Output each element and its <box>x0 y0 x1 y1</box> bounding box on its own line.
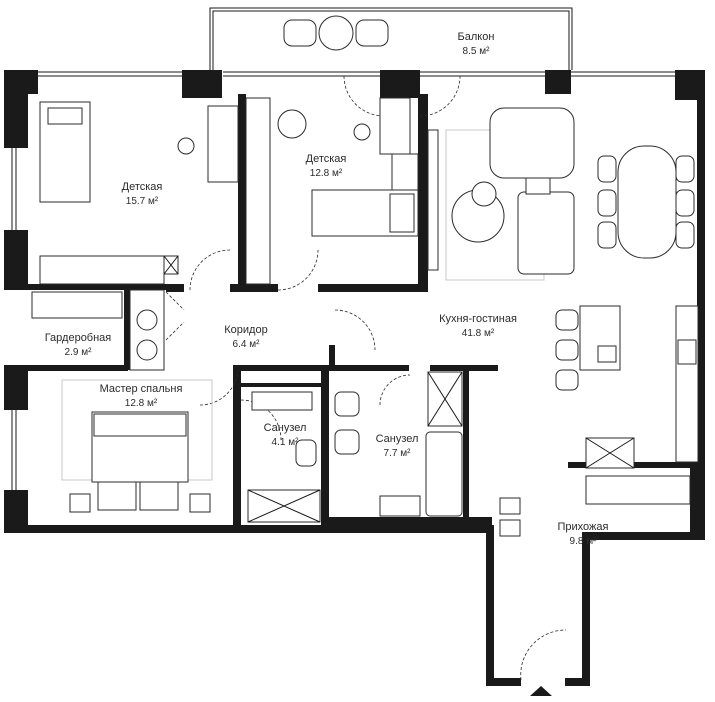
interior-walls <box>28 94 698 540</box>
room-area-kids2: 12.8 м² <box>310 168 343 179</box>
room-name-closet: Гардеробная <box>45 332 112 344</box>
exterior-walls <box>4 70 705 686</box>
room-name-kitchen: Кухня-гостиная <box>439 313 517 325</box>
living-furniture <box>427 107 695 281</box>
room-name-corridor: Коридор <box>224 324 267 336</box>
room-name-kids2: Детская <box>306 153 347 165</box>
master-furniture <box>61 379 213 513</box>
kids2-furniture <box>245 97 419 285</box>
room-name-hall: Прихожая <box>558 521 609 533</box>
room-area-hall: 9.8 м² <box>570 536 598 547</box>
room-area-closet: 2.9 м² <box>65 347 93 358</box>
room-name-balcony: Балкон <box>458 31 495 43</box>
room-name-bath1: Санузел <box>264 422 307 434</box>
bath1-fixtures <box>247 391 321 523</box>
balcony <box>209 7 573 70</box>
room-labels: Балкон 8.5 м² Детская 15.7 м² Детская 12… <box>45 31 609 547</box>
room-area-corridor: 6.4 м² <box>233 339 261 350</box>
room-area-kids1: 15.7 м² <box>126 196 159 207</box>
doors <box>165 75 567 681</box>
room-area-balcony: 8.5 м² <box>463 46 491 57</box>
room-area-kitchen: 41.8 м² <box>462 328 495 339</box>
entrance-arrow-icon <box>530 686 552 696</box>
room-name-kids1: Детская <box>122 181 163 193</box>
room-area-bath2: 7.7 м² <box>384 448 412 459</box>
bath2-fixtures <box>334 371 463 517</box>
room-area-bath1: 4.1 м² <box>272 437 300 448</box>
kitchen-furniture <box>555 305 699 469</box>
balcony-table-set <box>283 15 389 51</box>
kids1-furniture <box>39 101 239 285</box>
room-area-master: 12.8 м² <box>125 398 158 409</box>
room-name-master: Мастер спальня <box>100 383 183 395</box>
room-name-bath2: Санузел <box>376 433 419 445</box>
closet-furniture <box>31 289 165 371</box>
hall-furniture <box>499 475 691 537</box>
